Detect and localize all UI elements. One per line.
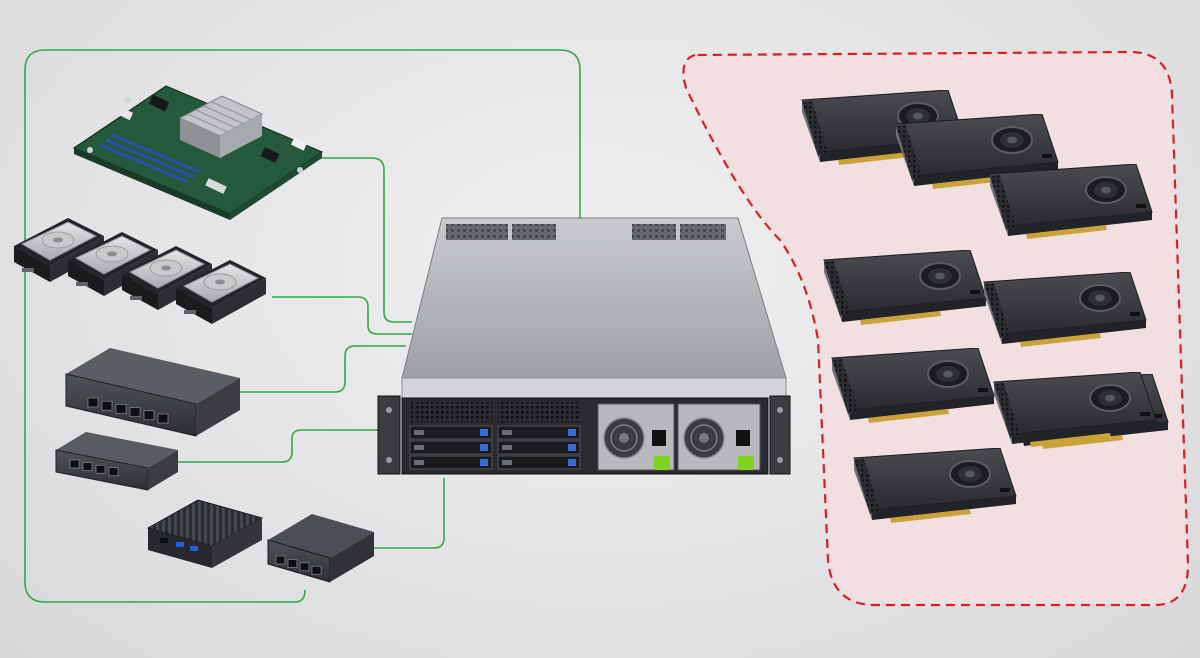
motherboard-icon: [72, 85, 324, 220]
network-switch-large-icon: [65, 348, 240, 437]
drive-bay: [409, 455, 493, 470]
ethernet-port: [115, 404, 127, 414]
ethernet-port: [129, 407, 141, 417]
connection-drives: [272, 296, 412, 335]
drive-bay: [497, 440, 581, 455]
ethernet-port: [108, 467, 119, 477]
ethernet-port: [299, 562, 310, 572]
ethernet-port: [95, 464, 106, 474]
hard-drives: [13, 217, 267, 325]
connection-switch-large: [240, 345, 406, 393]
power-supply-2: [677, 403, 761, 471]
mini-router-icon: [267, 514, 374, 583]
drive-bay: [497, 425, 581, 440]
ethernet-port: [311, 565, 322, 575]
drive-bay: [409, 425, 493, 440]
connection-motherboard: [318, 157, 412, 323]
drive-bay: [409, 440, 493, 455]
ethernet-port: [101, 400, 113, 411]
ethernet-port: [82, 462, 93, 471]
ethernet-port: [69, 459, 80, 469]
fanless-mini-pc-icon: [146, 499, 264, 568]
connection-switch-small: [178, 429, 380, 463]
rack-server-icon: [377, 217, 791, 475]
ethernet-port: [157, 413, 169, 424]
network-switch-small-icon: [55, 432, 178, 491]
ethernet-port: [87, 397, 99, 408]
ethernet-port: [275, 555, 286, 565]
ethernet-port: [287, 559, 298, 568]
connection-lines: [24, 49, 581, 603]
drive-bay: [497, 455, 581, 470]
power-supply-1: [597, 403, 675, 471]
connection-mini-router: [372, 478, 445, 549]
connection-outer-loop: [24, 49, 581, 603]
ethernet-port: [143, 410, 155, 421]
